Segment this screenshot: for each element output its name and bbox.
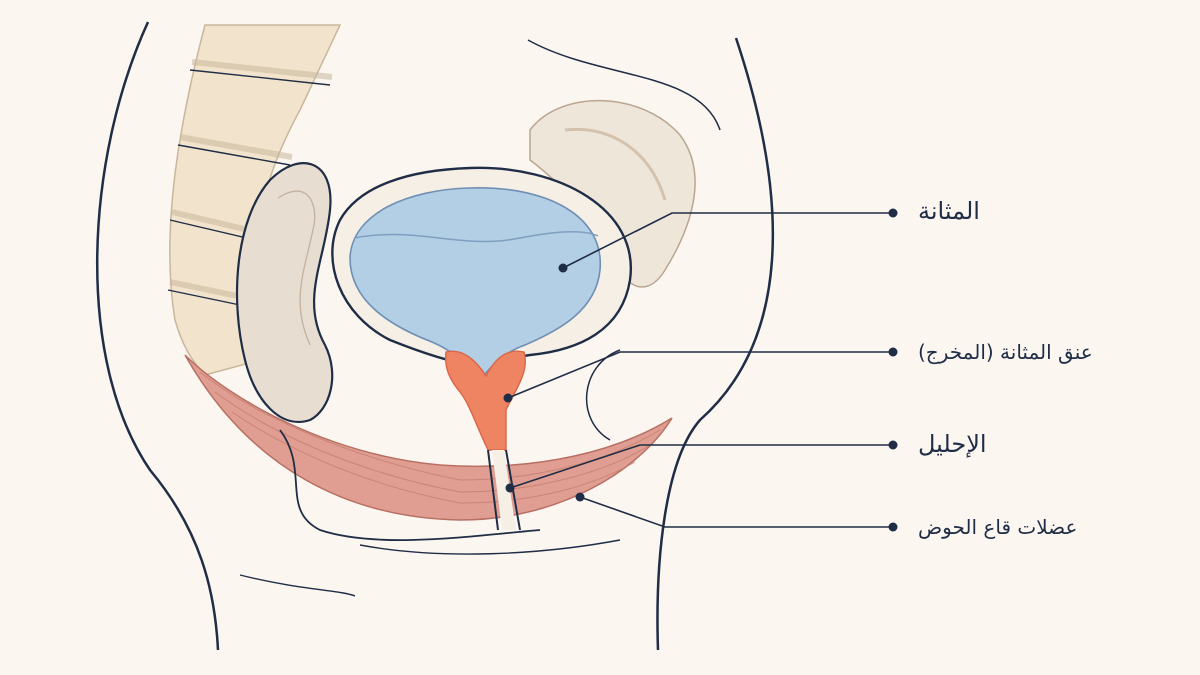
body-outline-front (656, 37, 775, 651)
label-pelvic-floor: عضلات قاع الحوض (918, 515, 1078, 539)
label-urethra: الإحليل (918, 430, 987, 458)
rectum (235, 162, 334, 423)
leader-lines (507, 212, 893, 528)
pelvic-floor-muscles (184, 354, 673, 521)
body-outline-back (95, 21, 220, 651)
bladder-neck (444, 350, 526, 451)
spine (167, 24, 342, 376)
label-bladder-neck: عنق المثانة (المخرج) (918, 340, 1093, 364)
leader-dots (503, 208, 898, 532)
label-bladder: المثانة (918, 197, 980, 225)
